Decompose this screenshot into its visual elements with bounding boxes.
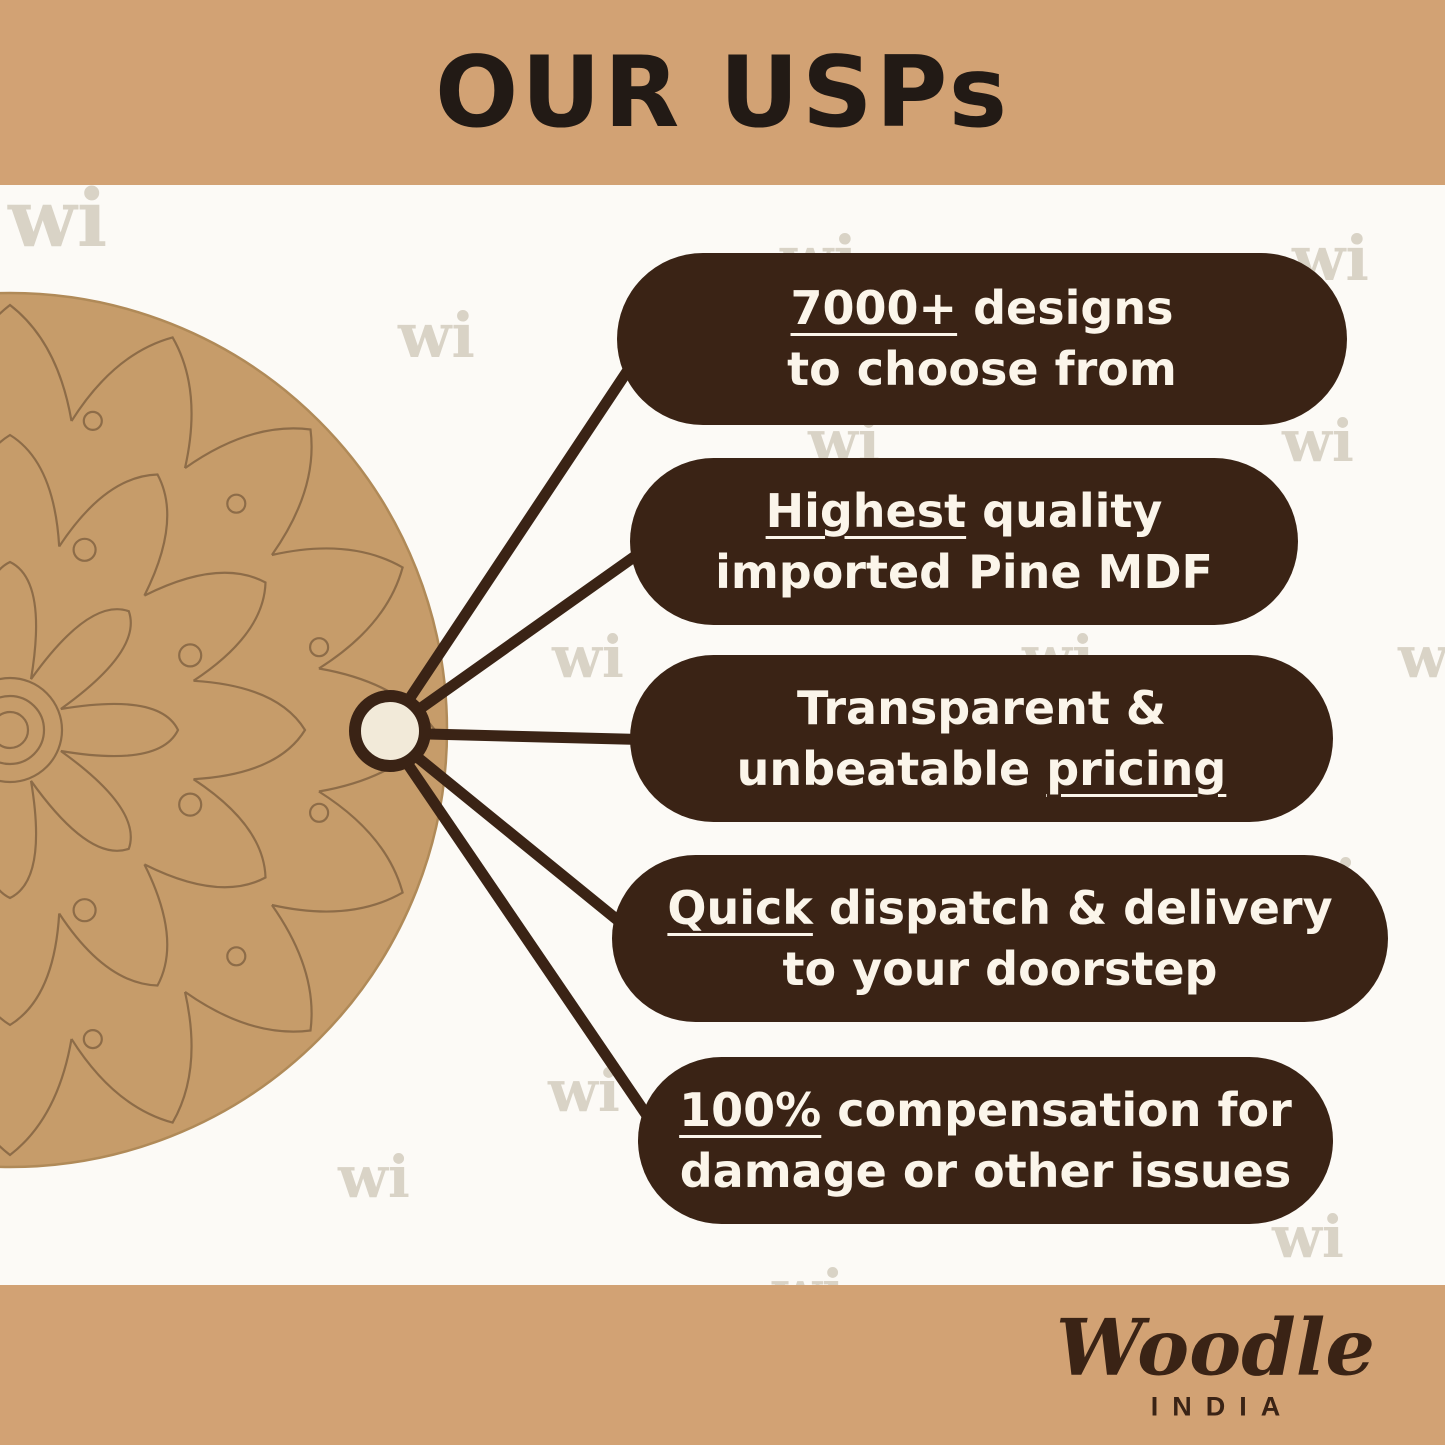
wi-watermark: wi [1272, 1203, 1344, 1271]
wi-watermark: wi [548, 1057, 620, 1125]
footer-band: Woodle INDIA [0, 1285, 1445, 1445]
header-band: OUR USPs [0, 0, 1445, 185]
usp-pill: 7000+ designs to choose from [617, 253, 1347, 425]
brand-logo: Woodle INDIA [1055, 1302, 1375, 1423]
wi-watermark: wi [398, 299, 475, 372]
usp-text-line: unbeatable pricing [736, 741, 1227, 796]
connector-hub-dot [349, 690, 431, 772]
wi-watermark: wi [552, 623, 624, 691]
usp-text-line: imported Pine MDF [715, 544, 1213, 599]
usp-text-line: Highest quality [765, 483, 1163, 538]
usp-text-line: damage or other issues [679, 1143, 1292, 1198]
usp-pill: 100% compensation for damage or other iss… [638, 1057, 1333, 1224]
brand-country: INDIA [1150, 1391, 1295, 1422]
mandala-mdf-cutout [0, 291, 449, 1169]
usp-text-line: to your doorstep [782, 941, 1218, 996]
usp-text-line: 100% compensation for [679, 1082, 1292, 1137]
usp-text-line: Transparent & [797, 680, 1166, 735]
usp-text-line: Quick dispatch & delivery [667, 880, 1333, 935]
connector-line [389, 727, 659, 746]
usp-pill: Highest quality imported Pine MDF [630, 458, 1298, 625]
connector-line [385, 336, 653, 732]
wi-watermark: wi [1398, 623, 1445, 691]
wi-watermark: wi [8, 171, 108, 265]
wi-watermark: wi [338, 1143, 410, 1211]
usp-pill: Quick dispatch & delivery to your doorste… [612, 855, 1388, 1022]
usp-pill: Transparent & unbeatable pricing [630, 655, 1333, 822]
connector-line [385, 734, 670, 1146]
page-title: OUR USPs [434, 35, 1011, 150]
usp-text-line: to choose from [787, 342, 1177, 396]
usp-text-line: 7000+ designs [790, 281, 1174, 336]
connector-line [386, 537, 659, 735]
connector-line [386, 730, 646, 945]
wi-watermark: wi [1282, 407, 1354, 475]
brand-name: Woodle [1055, 1302, 1375, 1394]
